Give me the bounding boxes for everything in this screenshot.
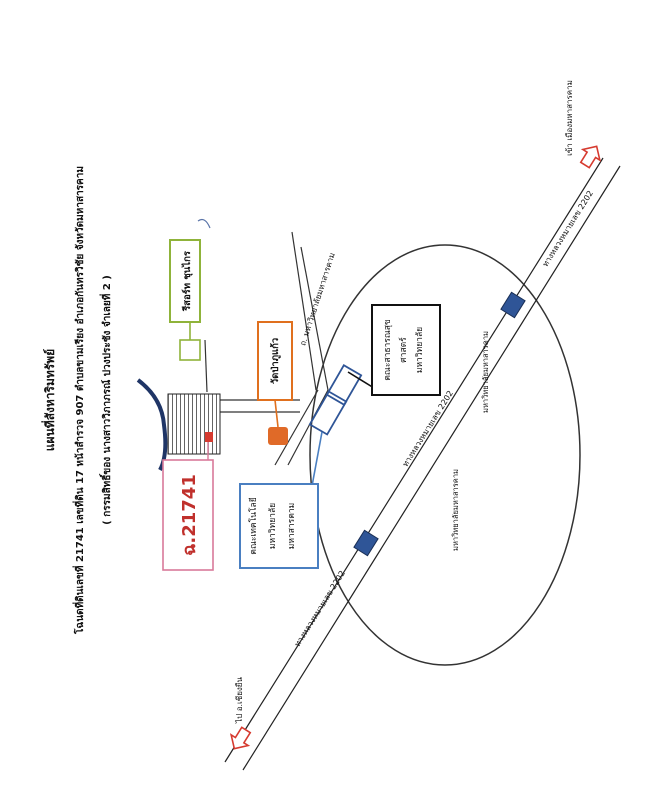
temple-label: วัดป่าภูแก้ว	[269, 338, 282, 384]
hatched-plots	[167, 393, 221, 455]
river	[136, 378, 168, 471]
resort-label: รีสอร์ท ชุนไกร	[181, 250, 193, 312]
public-health-callout: คณะสาธารณสุข ศาสตร์ มหาวิทยาลัย	[347, 304, 441, 396]
arrow-to-chiangyuen-icon	[229, 726, 252, 750]
parcel-21741-plot	[205, 432, 213, 442]
public-health-line3: มหาวิทยาลัย	[415, 327, 425, 373]
map-title: แผนที่สังหาริมทรัพย์	[41, 349, 57, 451]
direction-label-mahasarakham: เข้า เมืองมหาสารคาม	[565, 80, 574, 156]
arrow-to-mahasarakham-icon	[579, 145, 602, 169]
temple-callout: วัดป่าภูแก้ว	[257, 321, 293, 428]
direction-label-chiangyuen: ไป อ.เชียงยืน	[235, 677, 244, 724]
public-health-line1: คณะสาธารณสุข	[383, 319, 393, 381]
deed-info: โฉนดที่ดินเลขที่ 21741 เลขที่ดิน 17 หน้า…	[72, 166, 86, 635]
page-header: แผนที่สังหาริมทรัพย์ โฉนดที่ดินเลขที่ 21…	[41, 166, 113, 635]
highway-2202	[224, 157, 621, 771]
technology-line2: มหาวิทยาลัย	[268, 503, 278, 549]
technology-callout: คณะเทคโนโลยี มหาวิทยาลัย มหาสารคาม	[239, 431, 323, 569]
highway-label-lower: ทางหลวงหมายเลข 2202	[293, 569, 347, 648]
campus-boundary	[309, 244, 581, 666]
public-health-line2: ศาสตร์	[398, 337, 409, 363]
faculty-buildings	[308, 364, 363, 436]
parcel-callout: ฉ.21741	[162, 442, 214, 571]
highway-junction-marker-lower	[353, 529, 379, 557]
highway-label-middle: ทางหลวงหมายเลข 2202	[401, 389, 455, 468]
parcel-number: ฉ.21741	[179, 474, 200, 556]
owner-info: ( กรรมสิทธิ์ของ นางสาววิภาภรณ์ ปวงประชัง…	[99, 275, 113, 525]
campus-label-upper: มหาวิทยาลัยมหาสารคาม	[481, 331, 490, 413]
technology-line1: คณะเทคโนโลยี	[248, 497, 259, 554]
highway-junction-marker-upper	[500, 291, 526, 319]
temple-marker	[268, 427, 288, 445]
highway-label-upper: ทางหลวงหมายเลข 2202	[541, 189, 595, 268]
resort-callout: รีสอร์ท ชุนไกร	[169, 239, 201, 361]
technology-line3: มหาสารคาม	[287, 503, 297, 550]
campus-label-lower: มหาวิทยาลัยมหาสารคาม	[451, 469, 460, 551]
